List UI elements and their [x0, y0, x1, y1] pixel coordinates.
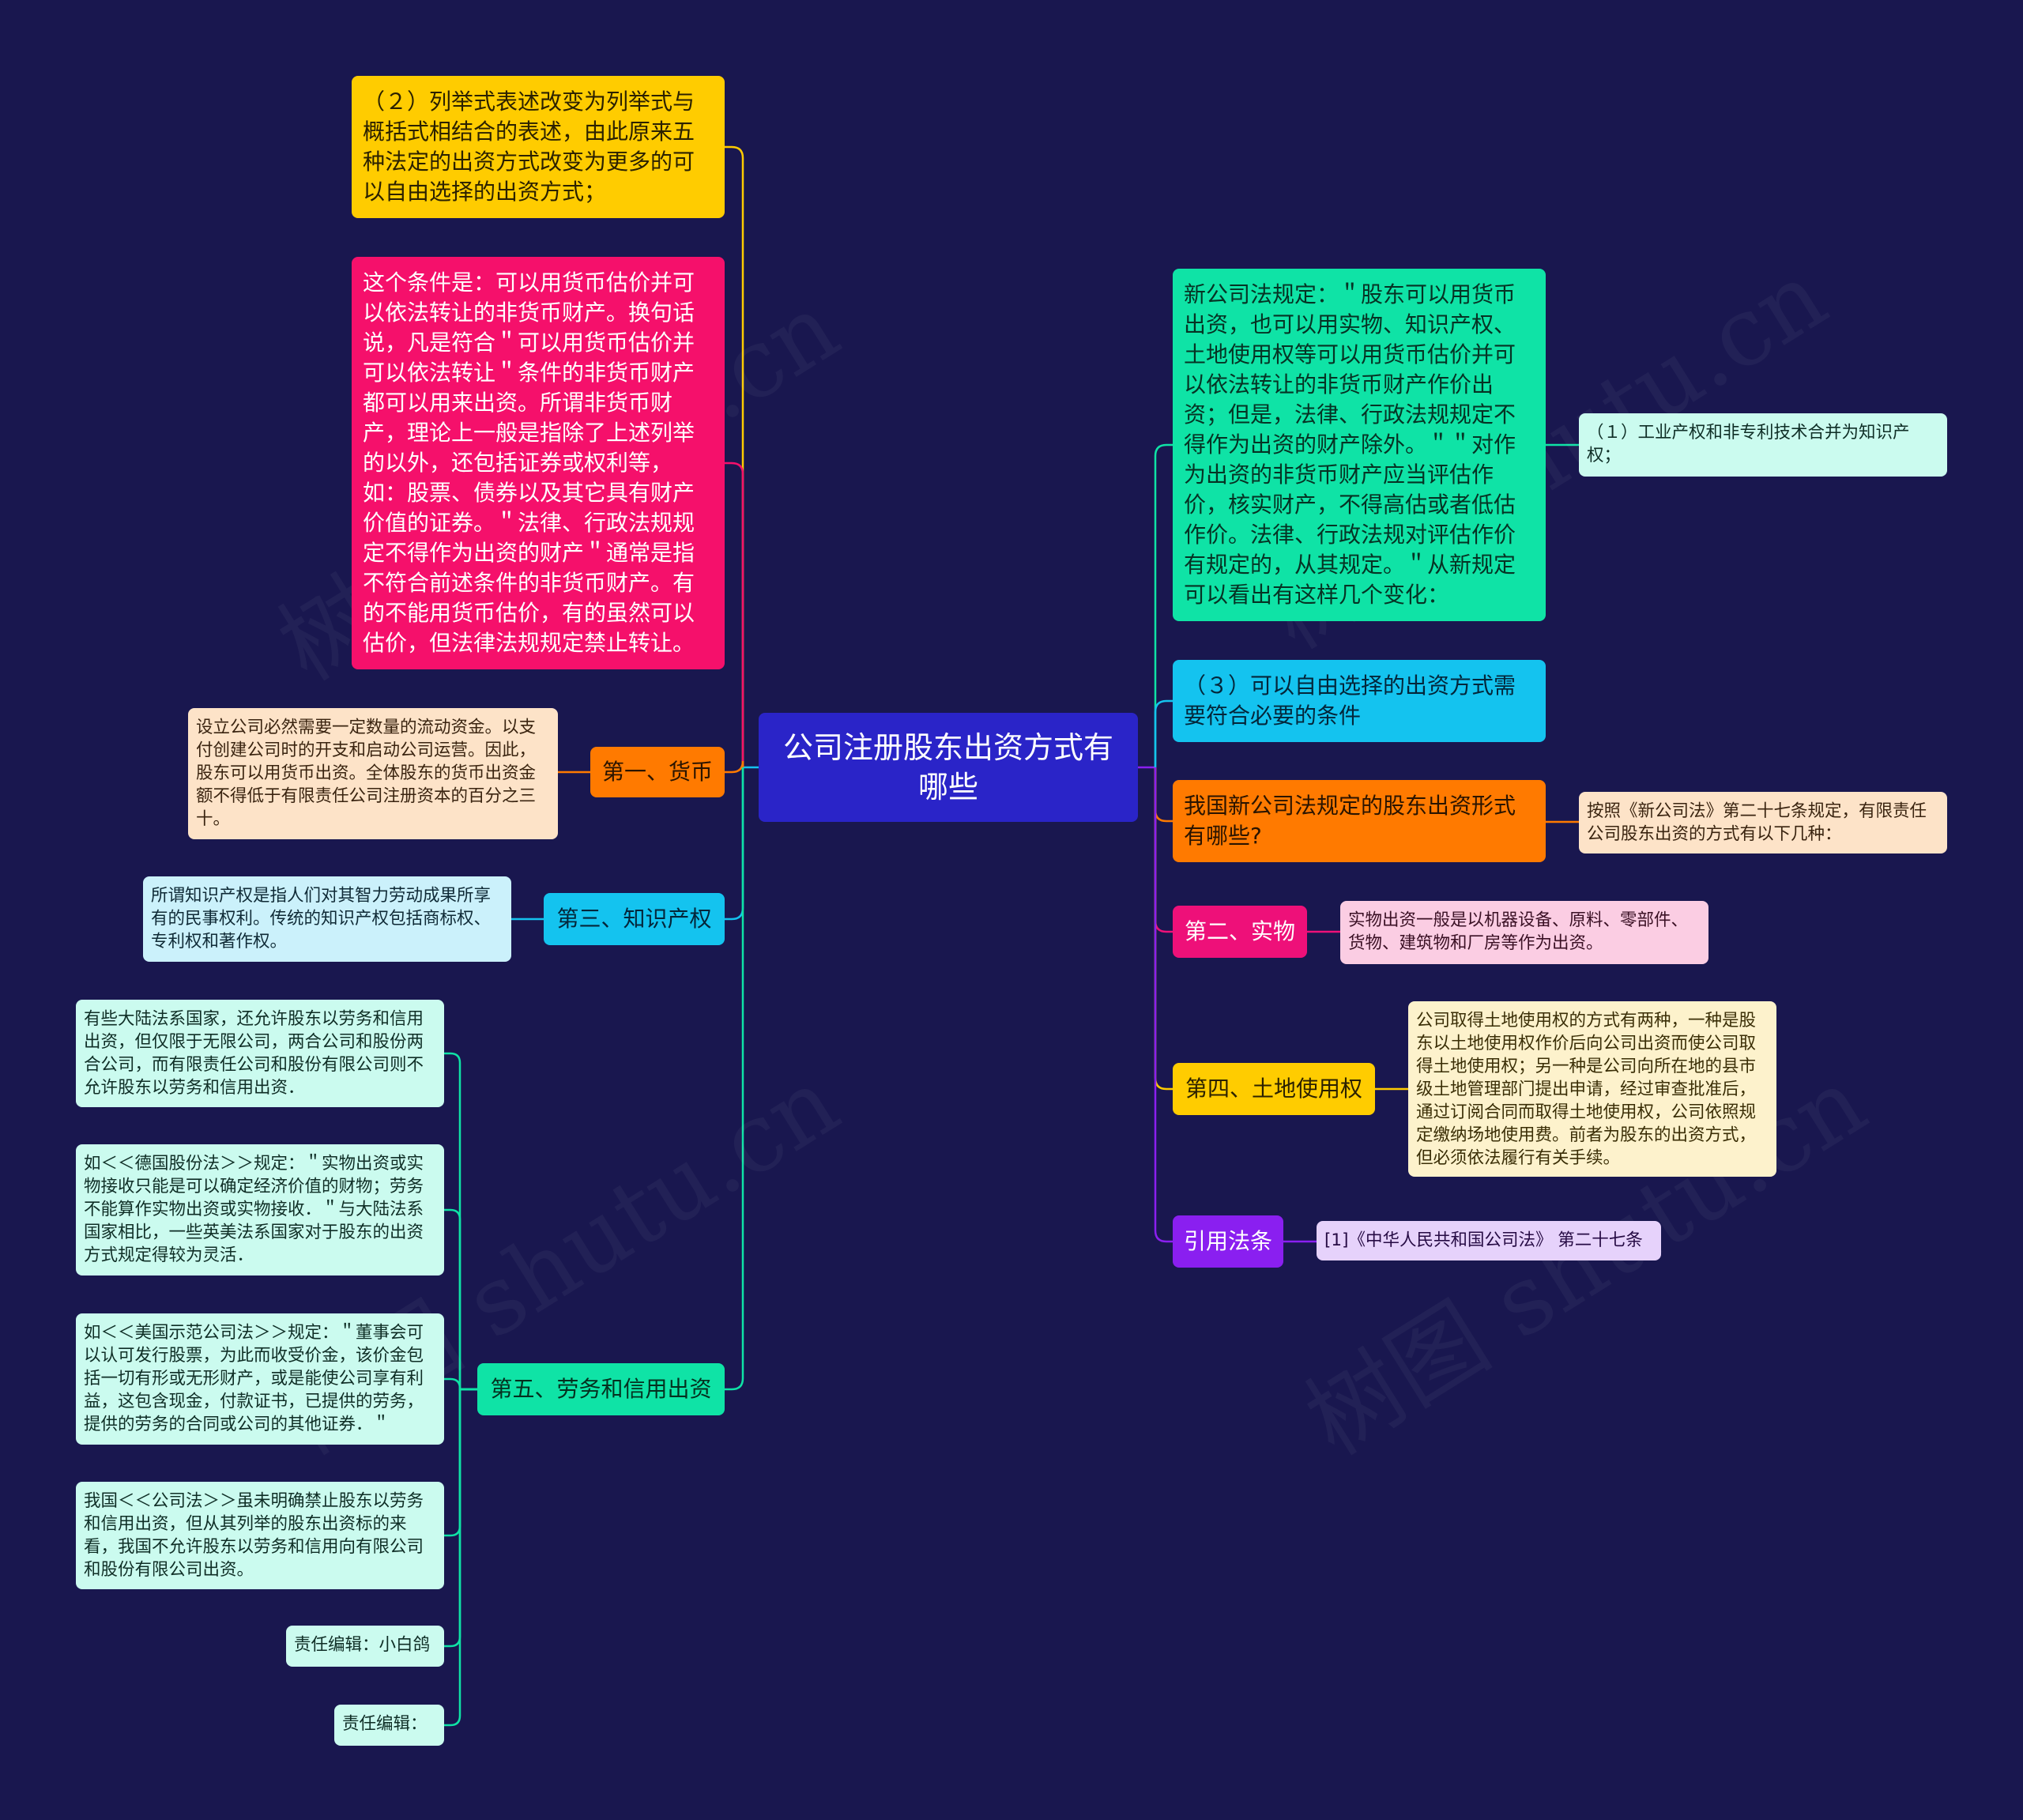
link-new-law: [1154, 443, 1173, 767]
detail-land-use[interactable]: 公司取得土地使用权的方式有两种，一种是股东以土地使用权作价后向公司出资而使公司取…: [1408, 1001, 1776, 1177]
link-law: [1154, 767, 1173, 1243]
topic-labor-credit[interactable]: 第五、劳务和信用出资: [477, 1363, 725, 1415]
topic-land-use[interactable]: 第四、土地使用权: [1173, 1063, 1375, 1115]
detail-article-27[interactable]: 按照《新公司法》第二十七条规定，有限责任公司股东出资的方式有以下几种：: [1579, 792, 1947, 853]
root-topic[interactable]: 公司注册股东出资方式有哪些: [759, 713, 1138, 822]
detail-labor-4[interactable]: 我国＜＜公司法＞＞虽未明确禁止股东以劳务和信用出资，但从其列举的股东出资标的来看…: [76, 1482, 444, 1589]
detail-labor-2[interactable]: 如＜＜德国股份法＞＞规定：＂实物出资或实物接收只能是可以确定经济价值的财物；劳务…: [76, 1144, 444, 1276]
detail-industrial-property[interactable]: （１）工业产权和非专利技术合并为知识产权；: [1579, 413, 1947, 477]
topic-cited-law[interactable]: 引用法条: [1173, 1215, 1283, 1268]
link-currency: [725, 760, 744, 774]
detail-goods[interactable]: 实物出资一般是以机器设备、原料、零部件、货物、建筑物和厂房等作为出资。: [1340, 901, 1708, 964]
link-free-choice: [1154, 699, 1173, 767]
detail-editor-1[interactable]: 责任编辑：小白鸽: [286, 1626, 444, 1667]
topic-free-choice[interactable]: （３）可以自由选择的出资方式需要符合必要的条件: [1173, 660, 1546, 742]
link-magenta-note: [725, 462, 744, 767]
link-forms: [1154, 767, 1173, 823]
topic-contribution-forms[interactable]: 我国新公司法规定的股东出资形式有哪些?: [1173, 780, 1546, 862]
topic-currency[interactable]: 第一、货币: [590, 747, 725, 797]
topic-goods[interactable]: 第二、实物: [1173, 906, 1307, 958]
detail-editor-2[interactable]: 责任编辑：: [334, 1705, 444, 1746]
detail-labor-3[interactable]: 如＜＜美国示范公司法＞＞规定：＂董事会可以认可发行股票，为此而收受价金，该价金包…: [76, 1313, 444, 1445]
link-labor-item-2: [444, 1208, 477, 1391]
topic-intellectual-property[interactable]: 第三、知识产权: [544, 893, 725, 945]
topic-new-company-law[interactable]: 新公司法规定：＂股东可以用货币出资，也可以用实物、知识产权、土地使用权等可以用货…: [1173, 269, 1546, 621]
link-labor-item-6: [444, 1388, 477, 1727]
link-ip: [725, 767, 744, 921]
detail-intellectual-property[interactable]: 所谓知识产权是指人们对其智力劳动成果所享有的民事权利。传统的知识产权包括商标权、…: [143, 876, 511, 962]
link-goods: [1154, 767, 1173, 933]
detail-currency[interactable]: 设立公司必然需要一定数量的流动资金。以支付创建公司时的开支和启动公司运营。因此，…: [188, 708, 558, 839]
link-labor-item-1: [444, 1052, 477, 1391]
topic-condition[interactable]: 这个条件是：可以用货币估价并可以依法转让的非货币财产。换句话说，凡是符合＂可以用…: [352, 257, 725, 669]
link-yellow-note: [725, 145, 744, 767]
link-labor: [725, 767, 744, 1391]
detail-cited-law[interactable]: [1]《中华人民共和国公司法》 第二十七条: [1317, 1221, 1661, 1260]
detail-labor-1[interactable]: 有些大陆法系国家，还允许股东以劳务和信用出资，但仅限于无限公司，两合公司和股份两…: [76, 1000, 444, 1107]
topic-list-to-general[interactable]: （２）列举式表述改变为列举式与概括式相结合的表述，由此原来五种法定的出资方式改变…: [352, 76, 725, 218]
